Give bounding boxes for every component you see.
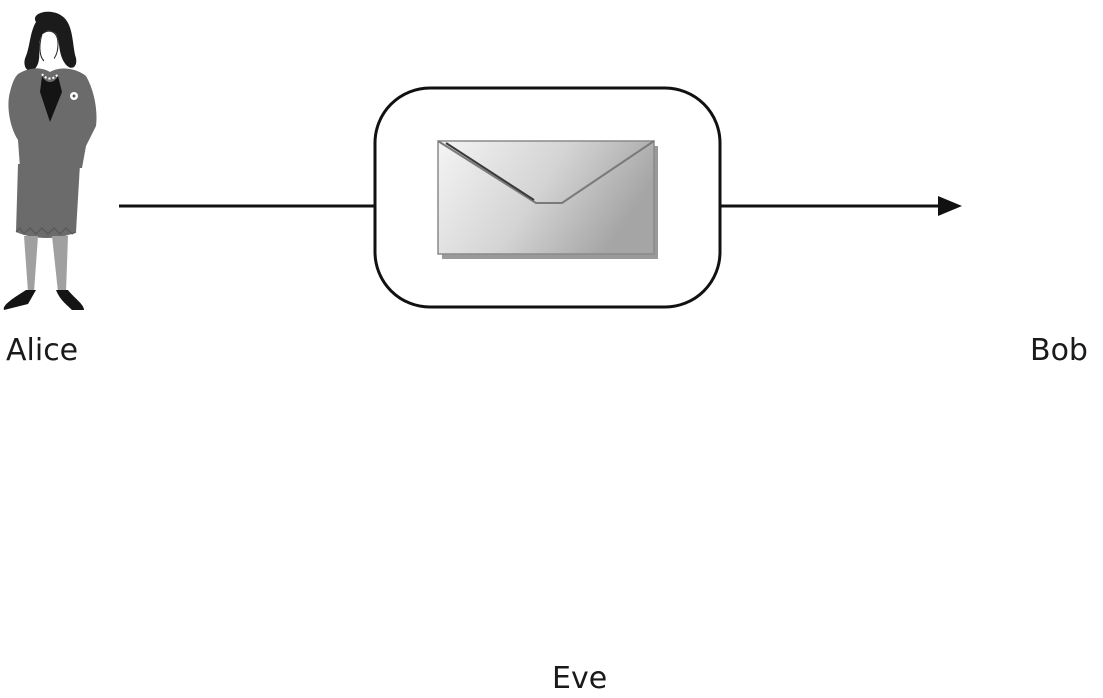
arrowhead-icon — [938, 196, 962, 216]
alice-figure-icon — [3, 11, 97, 310]
alice-label: Alice — [6, 333, 79, 368]
bob-label: Bob — [1030, 333, 1088, 368]
eve-label: Eve — [552, 661, 608, 696]
envelope-icon — [437, 140, 658, 259]
